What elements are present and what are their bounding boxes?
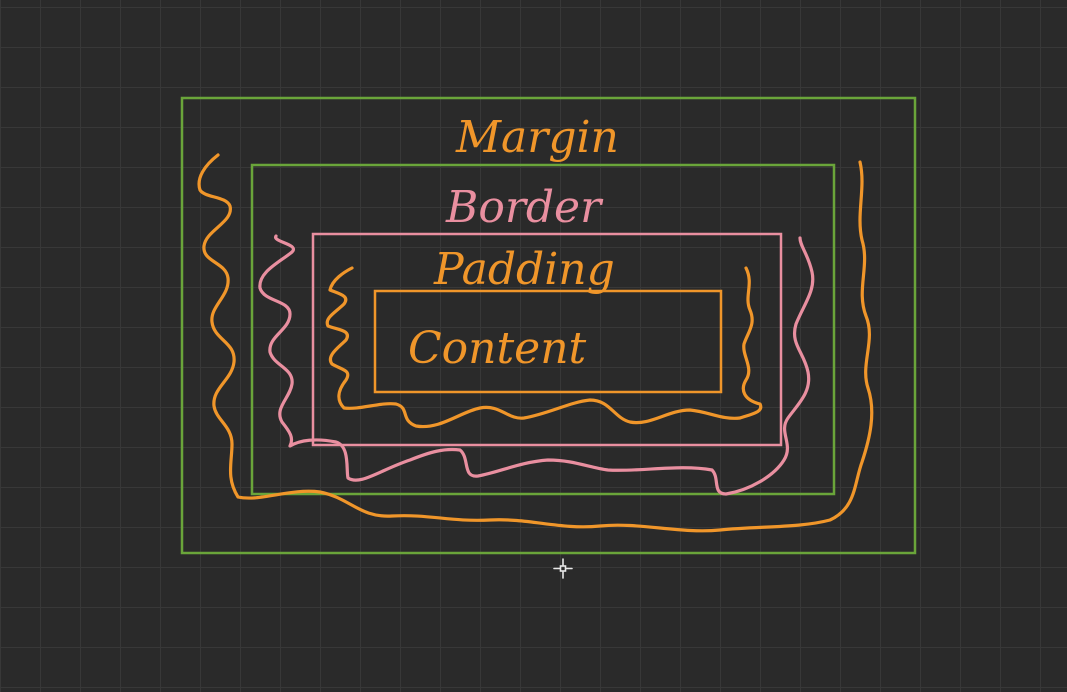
border-label: Border [445,182,604,233]
padding-squiggle [325,266,763,429]
margin-squiggle [197,153,874,533]
content-label: Content [408,323,587,374]
move-cursor-icon [553,558,573,579]
border-box [250,163,836,496]
padding-box [311,232,783,447]
margin-box [180,96,917,555]
margin-label: Margin [455,112,619,163]
padding-label: Padding [433,244,615,295]
content-box [373,289,723,394]
border-squiggle [258,234,815,496]
